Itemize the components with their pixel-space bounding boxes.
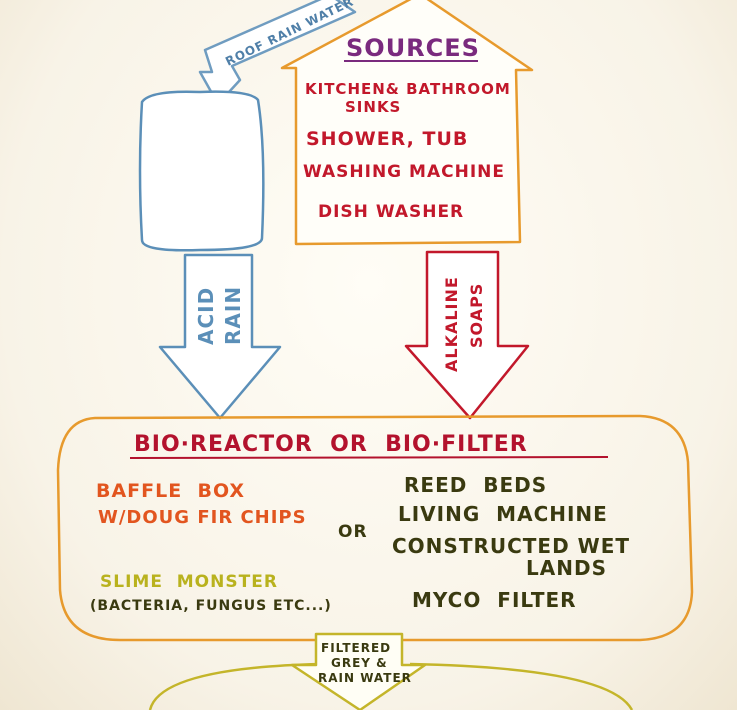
filtered-label: FILTERED [321,641,391,655]
source-kitchen-line1: KITCHEN& BATHROOM [305,80,511,98]
lands: LANDS [526,556,607,580]
baffle-box-line2: W/DOUG FIR CHIPS [98,507,307,528]
acid-label: ACID [194,287,218,345]
bio-reactor-box [56,414,694,642]
baffle-box-line1: BAFFLE BOX [96,480,245,502]
constructed-wet: CONSTRUCTED WET [392,534,630,558]
rain-water-label: RAIN WATER [318,671,412,685]
living-machine: LIVING MACHINE [398,502,608,526]
slime-monster-line2: (BACTERIA, FUNGUS ETC...) [90,598,332,614]
alkaline-label: ALKALINE [442,276,461,372]
rain-label: RAIN [221,286,245,345]
acid-rain-arrow-shape [158,253,282,420]
filtered-water-arrow: FILTERED GREY & RAIN WATER [290,632,427,710]
soaps-label: SOAPS [467,283,486,348]
alkaline-soaps-arrow-shape [404,250,530,420]
bio-reactor-underline [129,456,609,459]
source-dish-washer: DISH WASHER [318,202,464,222]
myco-filter: MYCO FILTER [412,588,577,612]
or-label: OR [338,522,368,542]
grey-label: GREY & [331,656,388,670]
sources-title: SOURCES [346,34,480,62]
source-washing-machine: WASHING MACHINE [303,162,505,182]
source-kitchen-line2: SINKS [345,98,401,116]
reed-beds: REED BEDS [404,473,547,497]
acid-rain-arrow: ACID RAIN [158,253,282,420]
slime-monster-line1: SLIME MONSTER [100,572,278,592]
lower-basin [148,662,634,710]
rain-tank [138,90,265,252]
bio-reactor-title: BIO·REACTOR OR BIO·FILTER [134,432,528,457]
source-shower: SHOWER, TUB [306,128,468,150]
filtered-water-arrow-shape [290,632,427,710]
alkaline-soaps-arrow: ALKALINE SOAPS [404,250,530,420]
